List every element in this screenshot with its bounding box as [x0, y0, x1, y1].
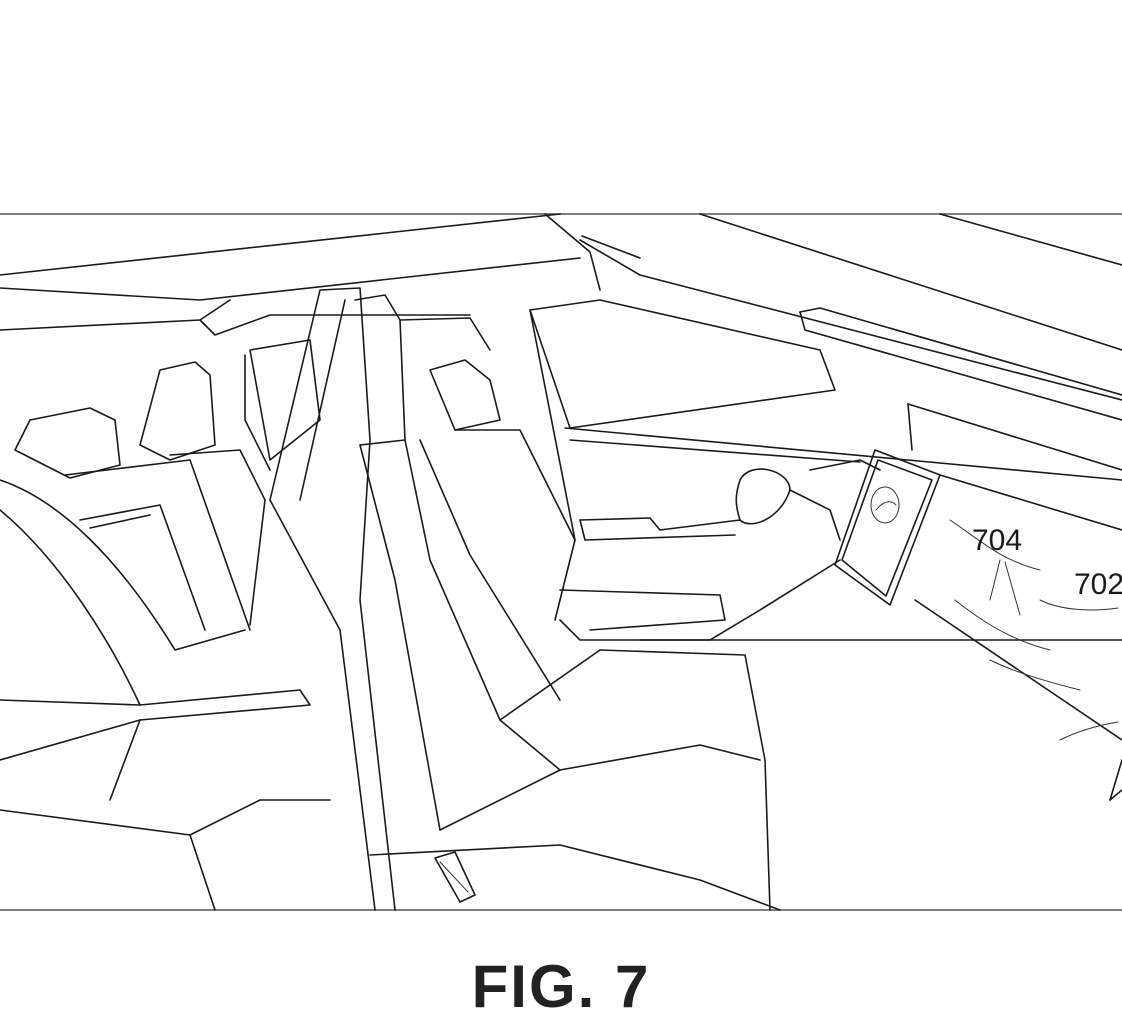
drawing-frame [0, 213, 1122, 911]
roof-headliner [0, 213, 1122, 421]
b-pillar [269, 287, 396, 911]
center-display [834, 449, 941, 606]
rear-seat [0, 361, 331, 911]
reference-leaders [989, 559, 1021, 616]
reference-numeral-702: 702 [1074, 568, 1122, 601]
cabin-windows [244, 299, 1122, 541]
front-seat [354, 294, 781, 911]
reference-numeral-704: 704 [972, 524, 1023, 557]
dashboard [579, 459, 1122, 641]
figure-label: FIG. 7 [471, 953, 651, 1020]
dashboard-panel [914, 474, 1122, 801]
